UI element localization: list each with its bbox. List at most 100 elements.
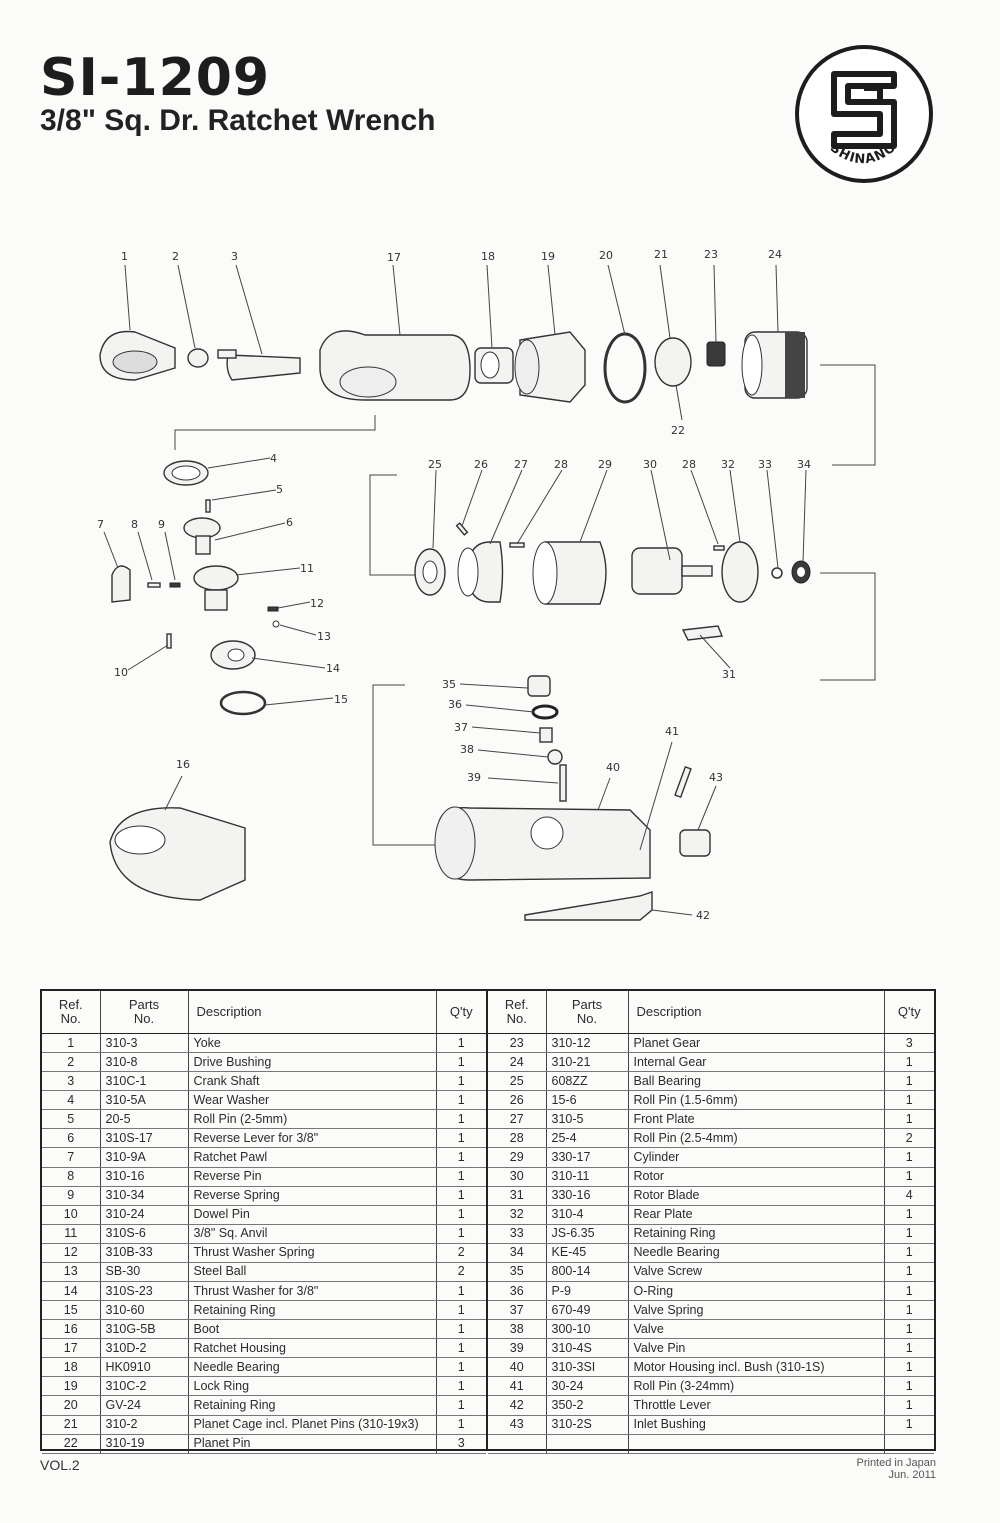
callout-1: 1: [121, 250, 128, 263]
callout-26: 26: [474, 458, 488, 471]
part-no-cell: 800-14: [546, 1262, 629, 1283]
callout-25: 25: [428, 458, 442, 471]
part-10-dowel-pin: [166, 633, 172, 649]
part-9-reverse-spring: [169, 582, 181, 588]
callout-3: 3: [231, 250, 238, 263]
qty-cell: 1: [884, 1243, 934, 1263]
qty-cell: 1: [436, 1205, 486, 1225]
callout-2: 2: [172, 250, 179, 263]
part-29-cylinder: [532, 541, 607, 605]
qty-cell: 1: [436, 1167, 486, 1187]
part-11-anvil: [193, 565, 239, 611]
ref-cell: 28: [488, 1128, 547, 1149]
description-cell: Retaining Ring: [188, 1395, 437, 1416]
part-39-valve-pin: [559, 764, 567, 802]
ref-cell: 19: [42, 1376, 101, 1397]
part-no-cell: JS-6.35: [546, 1224, 629, 1244]
callout-31: 31: [722, 668, 736, 681]
part-21-planet-cage: [654, 337, 692, 387]
ref-cell: 3: [42, 1071, 101, 1092]
ref-cell: 33: [488, 1224, 547, 1244]
part-38-valve: [547, 749, 563, 765]
callout-29: 29: [598, 458, 612, 471]
callout-16: 16: [176, 758, 190, 771]
ref-cell: 18: [42, 1357, 101, 1378]
model-number: SI-1209: [40, 48, 271, 108]
part-3-crank-shaft: [217, 349, 301, 381]
callout-5: 5: [276, 483, 283, 496]
callout-39: 39: [467, 771, 481, 784]
printed-in: Printed in Japan: [856, 1457, 937, 1469]
part-no-cell: 310-3: [100, 1033, 189, 1054]
part-no-cell: 310-3SI: [546, 1357, 629, 1378]
qty-cell: 1: [436, 1186, 486, 1206]
callout-10: 10: [114, 666, 128, 679]
part-no-cell: 350-2: [546, 1395, 629, 1416]
part-no-cell: GV-24: [100, 1395, 189, 1416]
qty-cell: 1: [884, 1376, 934, 1397]
qty-cell: 1: [884, 1357, 934, 1378]
shinano-logo: SHINANO: [795, 45, 933, 183]
product-title: 3/8" Sq. Dr. Ratchet Wrench: [40, 104, 436, 137]
ref-cell: 7: [42, 1147, 101, 1168]
description-cell: Needle Bearing: [188, 1357, 437, 1378]
description-cell: Yoke: [188, 1033, 437, 1054]
ref-cell: 16: [42, 1319, 101, 1340]
ref-cell: 35: [488, 1262, 547, 1283]
part-35-valve-screw: [527, 675, 551, 697]
part-no-cell: 310-2S: [546, 1415, 629, 1435]
exploded-parts-diagram: 1 2 3 17 18 19 20 21 22 23 24 4 5 6 7 8 …: [97, 248, 876, 922]
part-no-cell: 310-5A: [100, 1090, 189, 1111]
qty-cell: 1: [884, 1090, 934, 1111]
col-header-qty: Q'ty: [884, 991, 934, 1034]
callout-21: 21: [654, 248, 668, 261]
part-no-cell: 310-5: [546, 1109, 629, 1130]
col-header-ref: Ref. No.: [42, 991, 101, 1034]
description-cell: Wear Washer: [188, 1090, 437, 1111]
description-cell: Rotor: [628, 1167, 885, 1187]
part-25-ball-bearing: [414, 548, 446, 596]
qty-cell: 1: [884, 1395, 934, 1416]
part-no-cell: 300-10: [546, 1319, 629, 1340]
qty-cell: 1: [884, 1262, 934, 1283]
part-no-cell: 310D-2: [100, 1338, 189, 1359]
part-33-retaining-ring: [771, 567, 783, 579]
part-20-retaining-ring: [603, 332, 647, 404]
description-cell: Retaining Ring: [188, 1300, 437, 1321]
description-cell: Inlet Bushing: [628, 1415, 885, 1435]
callout-18: 18: [481, 250, 495, 263]
callout-41: 41: [665, 725, 679, 738]
col-header-qty: Q'ty: [436, 991, 486, 1034]
qty-cell: 1: [436, 1338, 486, 1359]
ref-cell: 43: [488, 1415, 547, 1435]
qty-cell: 1: [436, 1128, 486, 1149]
qty-cell: 3: [436, 1434, 486, 1454]
part-no-cell: 310-9A: [100, 1147, 189, 1168]
part-4-wear-washer: [163, 460, 209, 486]
ref-cell: 2: [42, 1052, 101, 1073]
callout-33: 33: [758, 458, 772, 471]
part-15-retaining-ring: [219, 690, 267, 716]
print-info: Printed in Japan Jun. 2011: [857, 1457, 937, 1481]
description-cell: Valve: [628, 1319, 885, 1340]
ref-cell: 10: [42, 1205, 101, 1225]
description-cell: Roll Pin (2-5mm): [188, 1109, 437, 1130]
ref-cell: 26: [488, 1090, 547, 1111]
description-cell: Crank Shaft: [188, 1071, 437, 1092]
callout-28: 28: [554, 458, 568, 471]
